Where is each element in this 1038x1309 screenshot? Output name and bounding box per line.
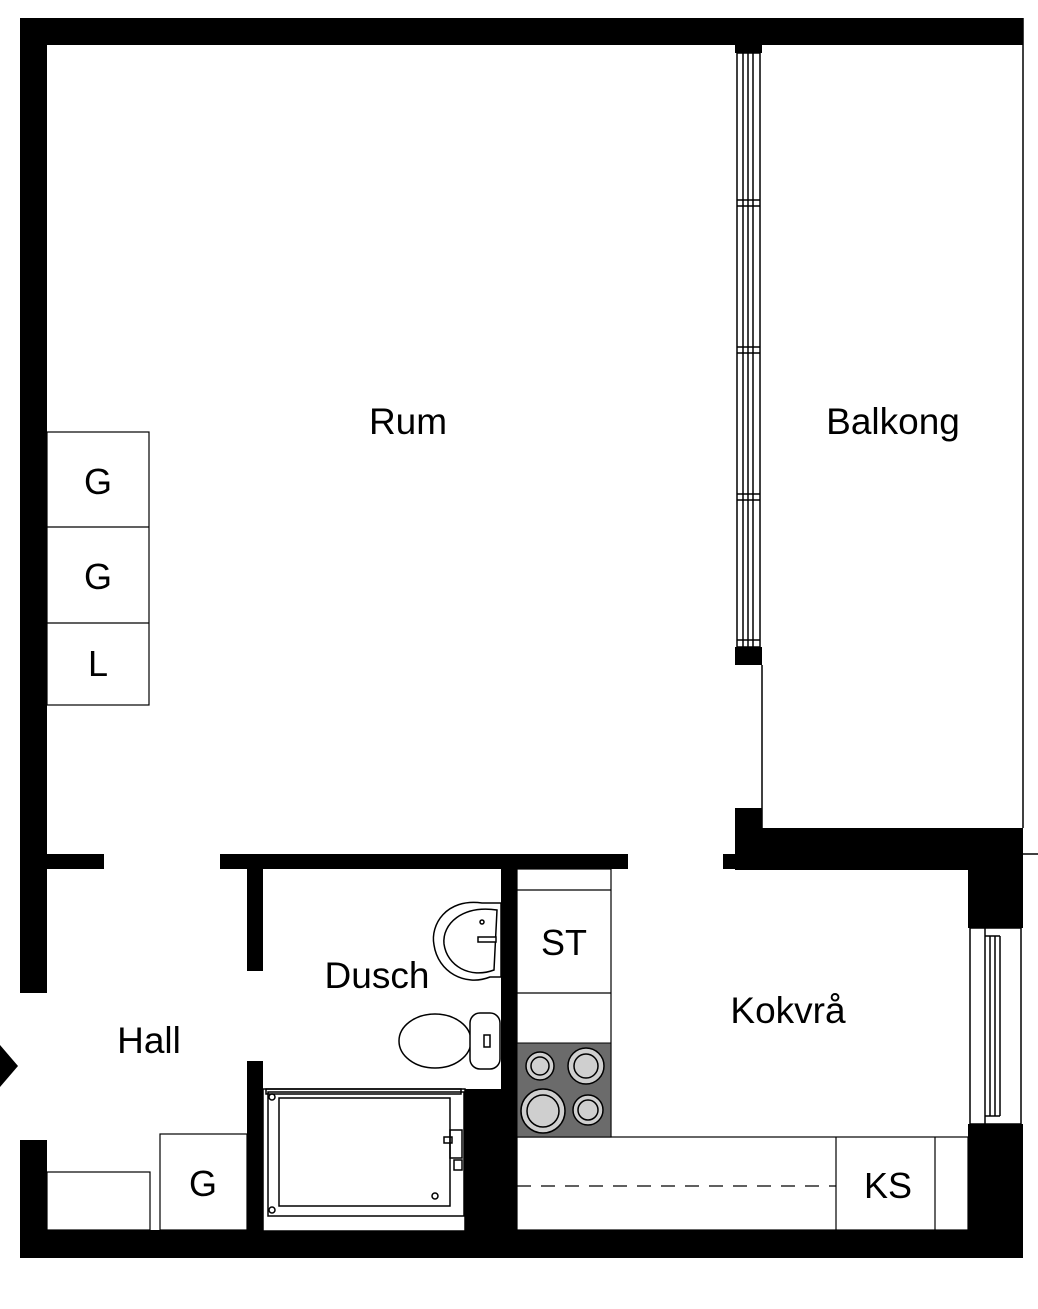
balcony-edges <box>761 18 1038 855</box>
wall-hall-bath-upper <box>247 869 263 971</box>
room-label-hall: Hall <box>117 1020 181 1061</box>
wall-bath-inner <box>465 1089 501 1231</box>
wall-bath-top <box>220 854 628 869</box>
toilet-icon <box>398 1012 501 1070</box>
kitchen-window <box>969 927 1022 1125</box>
linen-closet-label: L <box>88 643 108 684</box>
wall-balcony-pier-upper <box>735 45 762 53</box>
room-label-balkong: Balkong <box>826 401 960 442</box>
hall-wardrobe-label: G <box>189 1163 217 1204</box>
room-label-rum: Rum <box>369 401 447 442</box>
fridge-freezer-label: KS <box>864 1165 912 1206</box>
wardrobe-label-2: G <box>84 556 112 597</box>
wall-bottom <box>20 1230 1023 1258</box>
room-label-dusch: Dusch <box>325 955 430 996</box>
wardrobe-label-1: G <box>84 461 112 502</box>
balcony-window <box>736 52 761 648</box>
wall-balcony-pier-mid <box>735 647 762 665</box>
wall-left-upper <box>20 18 47 993</box>
wall-hall-bath-lower <box>247 1061 263 1231</box>
wall-right-kitchen-lower <box>968 1124 1023 1258</box>
entrance-arrow-icon <box>0 1045 18 1087</box>
wall-kitchen-top-stub <box>723 854 763 869</box>
stove-icon <box>516 1042 612 1138</box>
rum-storage <box>46 431 150 706</box>
room-label-kokvra: Kokvrå <box>730 990 846 1031</box>
wall-hall-top-left <box>47 854 104 869</box>
shower-icon <box>262 1088 466 1232</box>
wall-top <box>20 18 1023 45</box>
hall-storage <box>46 1133 248 1231</box>
sink-icon <box>432 901 502 981</box>
wall-balcony-bottom <box>735 828 1023 870</box>
dish-cabinet-label: ST <box>541 922 587 963</box>
walls <box>20 18 1023 1258</box>
wall-bath-kitchen <box>501 869 517 1231</box>
